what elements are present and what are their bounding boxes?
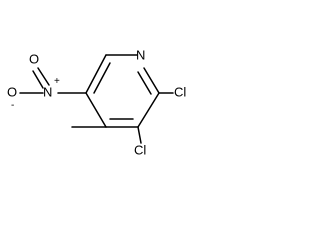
bond-n1-c2-inner [137, 71, 152, 95]
bond-c5-c6 [85, 54, 107, 94]
bond-c2-c3 [137, 92, 160, 128]
bond-c5-c6-inner [93, 62, 111, 94]
nitro-oxygen-top-label: O [29, 51, 39, 66]
bond-c4-c5 [85, 92, 107, 128]
bond-nitro-o-top [37, 67, 50, 86]
nitro-nitrogen-label: N [43, 84, 52, 99]
chemical-structure: N Cl Cl N + O O - [7, 47, 186, 157]
oxide-negative-charge: - [11, 100, 14, 111]
ring-nitrogen-label: N [136, 47, 145, 62]
chlorine-2-label: Cl [174, 84, 186, 99]
nitro-oxygen-left-label: O [7, 84, 17, 99]
bond-c3-cl [137, 126, 142, 144]
bond-n1-c2 [143, 67, 160, 94]
chlorine-3-label: Cl [134, 142, 146, 157]
nitro-positive-charge: + [54, 76, 60, 87]
bond-nitro-o-top-double [32, 70, 44, 89]
